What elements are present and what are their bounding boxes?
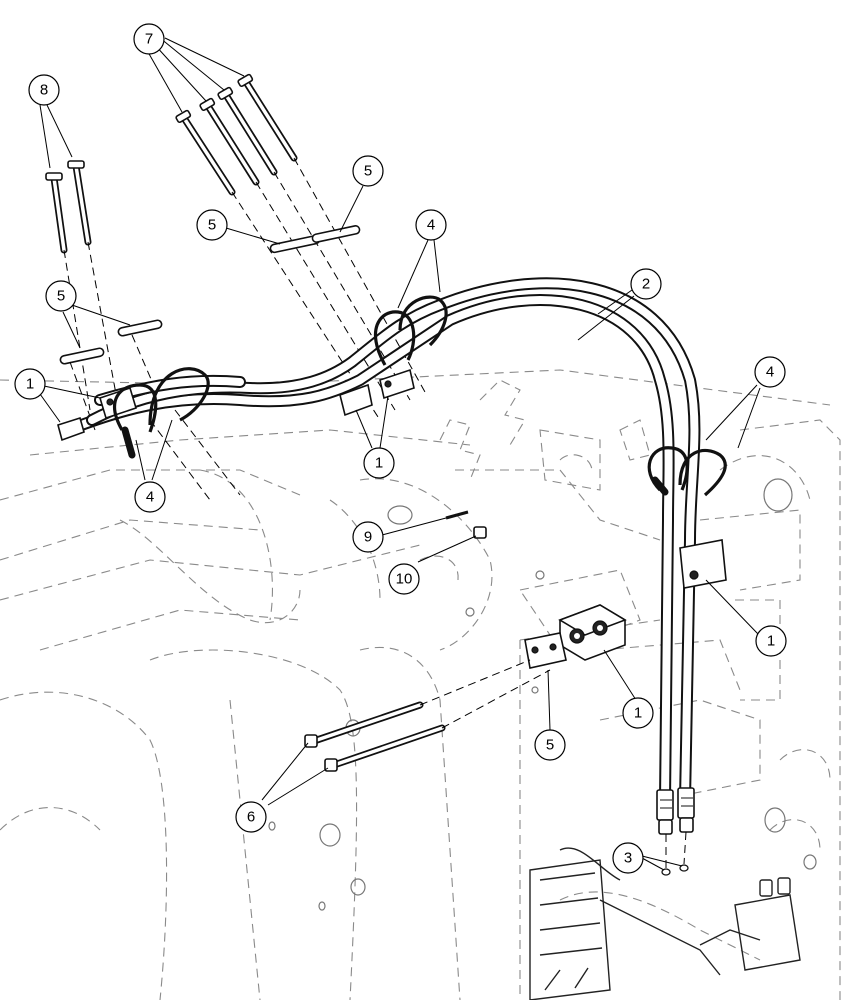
clamp-plates-5 (59, 225, 361, 365)
svg-text:4: 4 (427, 217, 435, 234)
hose-end-fittings (656, 787, 695, 835)
machine-frame-outline (0, 369, 841, 1000)
svg-text:4: 4 (766, 364, 774, 381)
long-bolt-set-8 (45, 160, 92, 254)
callout-7-bolts: 7 (133, 23, 165, 55)
clamp-blocks-1 (57, 368, 727, 589)
callout-1-left-clamp: 1 (14, 368, 46, 400)
clamp-plate-5-center (524, 632, 567, 669)
callout-1-right-clamp: 1 (755, 625, 787, 657)
callout-4-left-loops: 4 (134, 481, 166, 513)
callout-5-left-plates: 5 (45, 280, 77, 312)
screw-9 (445, 510, 469, 520)
svg-text:10: 10 (396, 571, 413, 588)
callout-3-o-rings: 3 (612, 842, 644, 874)
o-rings-3 (661, 831, 689, 876)
svg-text:1: 1 (634, 705, 642, 722)
bolt-centerlines-8 (63, 241, 119, 411)
svg-text:1: 1 (375, 455, 383, 472)
callout-9-screw: 9 (352, 521, 384, 553)
callout-5-top-left-plate: 5 (196, 209, 228, 241)
svg-text:5: 5 (57, 288, 65, 305)
control-valve-block (529, 847, 801, 1000)
svg-text:1: 1 (26, 376, 34, 393)
svg-text:5: 5 (364, 163, 372, 180)
svg-text:8: 8 (40, 82, 48, 99)
svg-text:2: 2 (642, 276, 650, 293)
callout-leaders (39, 37, 761, 871)
callout-10-nut: 10 (388, 563, 420, 595)
svg-text:5: 5 (546, 737, 554, 754)
callout-5-top-right-plate: 5 (352, 155, 384, 187)
svg-text:3: 3 (624, 850, 632, 867)
svg-text:6: 6 (247, 809, 255, 826)
callout-5-center-plate: 5 (534, 729, 566, 761)
nut-10 (473, 526, 487, 539)
svg-text:5: 5 (208, 217, 216, 234)
frame-holes (268, 478, 817, 911)
long-bolts-6 (304, 659, 551, 772)
callout-4-right-loops: 4 (754, 356, 786, 388)
svg-text:7: 7 (145, 31, 153, 48)
long-bolt-set-7 (175, 73, 298, 196)
callout-1-loose-clamp: 1 (622, 697, 654, 729)
svg-text:9: 9 (364, 529, 372, 546)
hydraulic-hoses-2 (62, 277, 701, 806)
loose-clamp-block-1 (558, 604, 627, 661)
u-bolt-loops-4 (113, 295, 727, 497)
callout-8-bolts: 8 (28, 74, 60, 106)
callout-2-hoses: 2 (630, 268, 662, 300)
callout-6-bolts: 6 (235, 801, 267, 833)
callout-4-top-loops: 4 (415, 209, 447, 241)
svg-text:1: 1 (767, 633, 775, 650)
callout-1-center-clamp: 1 (363, 447, 395, 479)
svg-text:4: 4 (146, 489, 154, 506)
